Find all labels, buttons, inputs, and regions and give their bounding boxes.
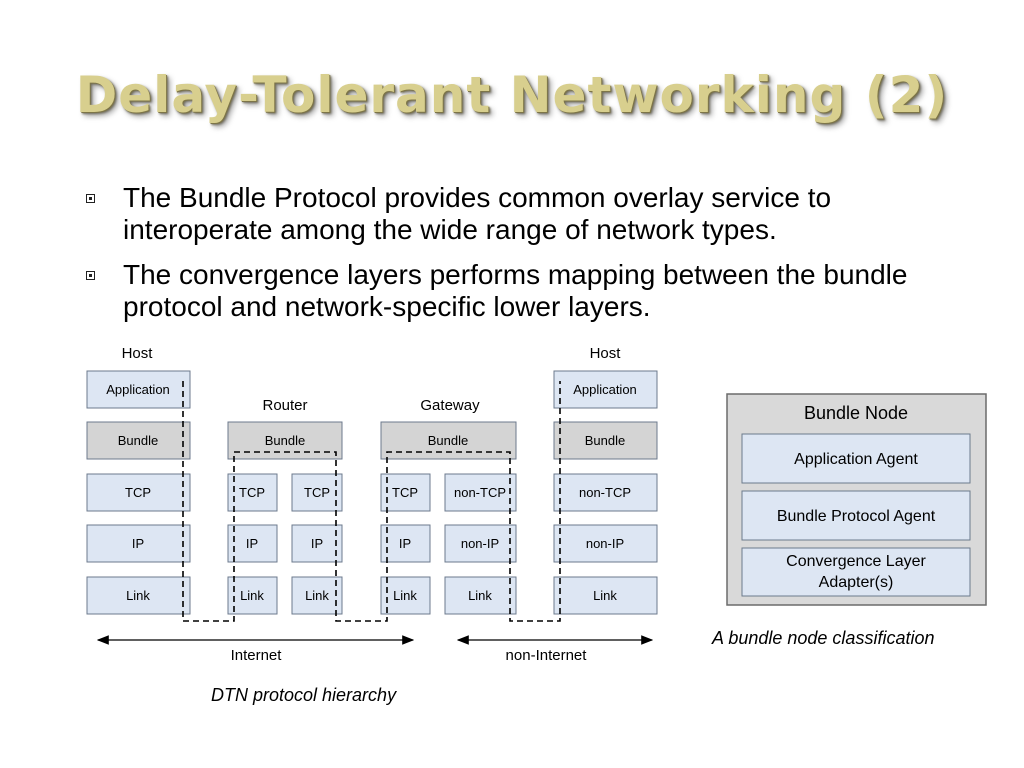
layer-box <box>291 473 343 512</box>
non-internet-label: non-Internet <box>506 647 588 664</box>
agent-label: Convergence Layer <box>786 553 926 570</box>
layer-box <box>86 370 191 409</box>
bullet-list: The Bundle Protocol provides common over… <box>86 182 986 336</box>
bundle-box <box>227 421 343 460</box>
layer-box <box>444 524 517 563</box>
layer-label: TCP <box>125 485 151 500</box>
host-right-label: Host <box>590 345 622 362</box>
router-stack: Bundle TCP IP Link TCP IP Link <box>227 421 343 615</box>
layer-box <box>444 576 517 615</box>
layer-box <box>86 473 191 512</box>
layer-label: Application <box>573 382 637 397</box>
layer-label: Link <box>126 588 150 603</box>
layer-box <box>227 576 278 615</box>
gateway-label: Gateway <box>420 397 480 414</box>
layer-label: Link <box>393 588 417 603</box>
gateway-stack: Bundle TCP IP Link non-TCP non-IP Link <box>380 421 517 615</box>
layer-label: Application <box>106 382 170 397</box>
layer-box <box>553 576 658 615</box>
layer-label: IP <box>132 536 144 551</box>
layer-label: TCP <box>239 485 265 500</box>
bullet-text: The convergence layers performs mapping … <box>123 259 908 322</box>
bullet-text: The Bundle Protocol provides common over… <box>123 182 832 245</box>
bundle-node-caption: A bundle node classification <box>712 628 935 648</box>
layer-box <box>380 524 431 563</box>
agent-label: Bundle Protocol Agent <box>777 508 936 525</box>
bullet-square-icon <box>86 271 95 280</box>
layer-box <box>291 524 343 563</box>
data-path-line <box>182 381 561 622</box>
layer-box <box>86 524 191 563</box>
slide-title: Delay-Tolerant Networking (2) <box>75 66 949 124</box>
layer-label: Link <box>593 588 617 603</box>
layer-label: non-IP <box>461 536 499 551</box>
layer-label: IP <box>399 536 411 551</box>
layer-label: Bundle <box>265 433 305 448</box>
layer-label: IP <box>246 536 258 551</box>
layer-box <box>227 473 278 512</box>
layer-label: Bundle <box>118 433 158 448</box>
host-left-label: Host <box>122 345 154 362</box>
bundle-node-title: Bundle Node <box>804 403 908 423</box>
layer-box <box>444 473 517 512</box>
host-left-stack: Application Bundle TCP IP Link <box>86 370 191 615</box>
agent-box <box>741 547 971 597</box>
layer-label: non-TCP <box>454 485 506 500</box>
agent-box <box>741 433 971 484</box>
layer-box <box>291 576 343 615</box>
layer-label: Link <box>468 588 492 603</box>
agent-label: Application Agent <box>794 451 918 468</box>
bundle-box <box>553 421 658 460</box>
router-label: Router <box>262 397 307 414</box>
internet-label: Internet <box>231 647 283 664</box>
bundle-box <box>380 421 517 460</box>
layer-box <box>227 524 278 563</box>
bullet-item: The convergence layers performs mapping … <box>86 259 986 323</box>
layer-label: non-IP <box>586 536 624 551</box>
layer-box <box>553 524 658 563</box>
layer-label: Link <box>240 588 264 603</box>
hierarchy-caption: DTN protocol hierarchy <box>211 685 397 705</box>
agent-box <box>741 490 971 541</box>
layer-label: IP <box>311 536 323 551</box>
bullet-item: The Bundle Protocol provides common over… <box>86 182 986 246</box>
layer-label: TCP <box>392 485 418 500</box>
layer-label: Bundle <box>428 433 468 448</box>
bundle-node-diagram: Bundle Node Application Agent Bundle Pro… <box>726 393 987 606</box>
layer-label: Link <box>305 588 329 603</box>
bullet-square-icon <box>86 194 95 203</box>
layer-box <box>380 473 431 512</box>
bundle-box <box>86 421 191 460</box>
layer-box <box>380 576 431 615</box>
layer-label: TCP <box>304 485 330 500</box>
layer-label: Bundle <box>585 433 625 448</box>
layer-box <box>553 473 658 512</box>
layer-box <box>553 370 658 409</box>
layer-label: non-TCP <box>579 485 631 500</box>
host-right-stack: Application Bundle non-TCP non-IP Link <box>553 370 658 615</box>
layer-box <box>86 576 191 615</box>
agent-label: Adapter(s) <box>819 574 894 591</box>
